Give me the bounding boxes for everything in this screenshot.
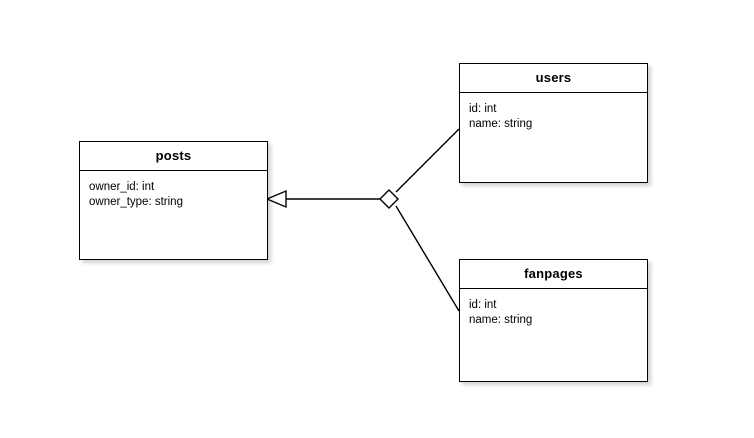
attribute-row: name: string	[469, 118, 533, 130]
entity-fanpages[interactable]: fanpages id: int name: string	[459, 259, 648, 382]
entity-fanpages-attributes: id: int name: string	[460, 289, 647, 328]
open-triangle-arrow-icon	[265, 189, 287, 209]
junction-to-fanpages-connector[interactable]	[395, 205, 460, 312]
attribute-row: id: int	[469, 103, 497, 115]
attribute-row: owner_id: int	[89, 181, 155, 193]
posts-to-junction-connector[interactable]	[265, 189, 381, 209]
polymorphic-junction-diamond[interactable]	[379, 189, 399, 209]
attribute-row: owner_type: string	[89, 196, 183, 208]
attribute-row: name: string	[469, 314, 533, 326]
diamond-icon	[379, 189, 399, 209]
entity-users-attributes: id: int name: string	[460, 93, 647, 132]
fanpages-connector-line	[395, 205, 460, 312]
entity-posts-title: posts	[80, 142, 267, 171]
attribute-row: id: int	[469, 299, 497, 311]
entity-users[interactable]: users id: int name: string	[459, 63, 648, 183]
entity-fanpages-title: fanpages	[460, 260, 647, 289]
junction-to-users-connector[interactable]	[395, 128, 460, 193]
entity-users-title: users	[460, 64, 647, 93]
entity-posts-attributes: owner_id: int owner_type: string	[80, 171, 267, 210]
entity-posts[interactable]: posts owner_id: int owner_type: string	[79, 141, 268, 260]
users-connector-line	[395, 128, 460, 193]
